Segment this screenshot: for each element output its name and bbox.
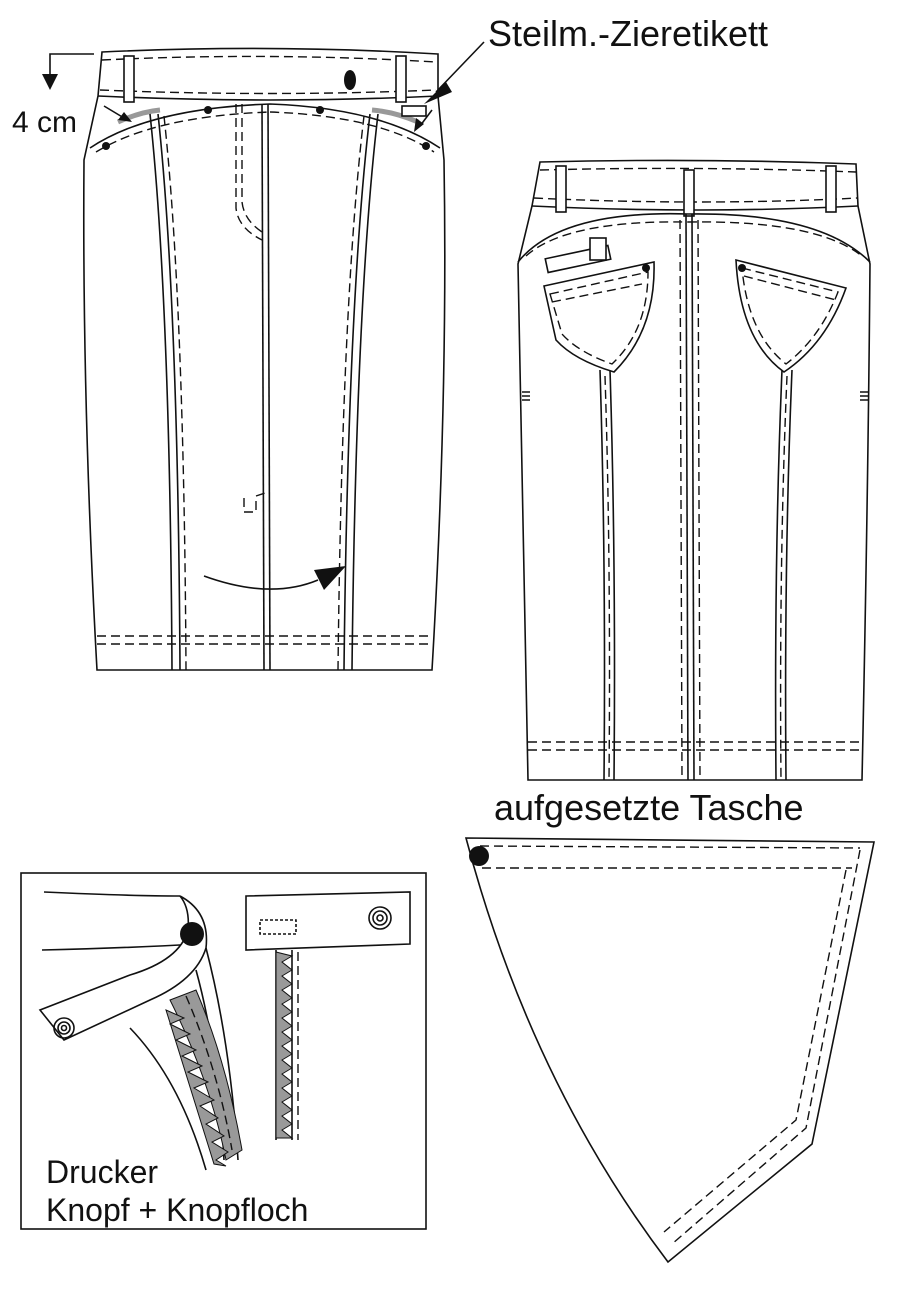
closure-detail <box>20 872 427 1230</box>
belt-loop <box>395 55 407 103</box>
wrap-arrow <box>203 575 319 590</box>
skirt-front-view <box>42 41 485 671</box>
zipper-right <box>275 951 294 1139</box>
front-waistband <box>97 95 439 101</box>
belt-loop <box>683 169 695 217</box>
belt-loop <box>825 165 837 213</box>
decor-label-caption: Steilm.-Zieretikett <box>488 13 769 54</box>
snap-button <box>180 922 204 946</box>
closure-caption-line2: Knopf + Knopfloch <box>46 1192 309 1228</box>
center-front-seam <box>267 103 271 671</box>
closure-caption-line1: Drucker <box>46 1154 159 1190</box>
patch-pocket-caption: aufgesetzte Tasche <box>494 787 804 828</box>
belt-loop <box>123 55 135 103</box>
decor-label-leader <box>435 41 485 93</box>
rivet <box>204 106 212 114</box>
closure-detail-frame <box>20 872 427 1230</box>
measure-arrow <box>49 53 94 78</box>
back-yoke <box>517 212 871 263</box>
center-back-seam <box>685 213 689 781</box>
button-right <box>368 906 392 930</box>
pocket-rivet <box>469 846 489 866</box>
back-pocket-left <box>543 261 655 373</box>
back-pocket-right <box>735 258 848 373</box>
rivet <box>422 142 430 150</box>
fly-stitch <box>235 104 263 241</box>
skirt-back-view <box>517 159 871 781</box>
decor-label-tab <box>401 105 427 117</box>
waistband-right <box>245 891 411 951</box>
front-pocket-curve <box>89 103 441 149</box>
patch-pocket-detail <box>464 837 875 1264</box>
back-waistband <box>531 205 859 211</box>
rivet <box>316 106 324 114</box>
back-outline <box>517 159 871 781</box>
label-tab <box>259 919 297 935</box>
buttonhole-left <box>53 1017 75 1039</box>
front-outline <box>82 47 446 671</box>
patch-pocket-outline <box>464 837 875 1264</box>
rivet <box>102 142 110 150</box>
belt-loop <box>555 165 567 213</box>
waist-button <box>344 70 356 90</box>
measurement-caption: 4 cm <box>12 106 78 139</box>
